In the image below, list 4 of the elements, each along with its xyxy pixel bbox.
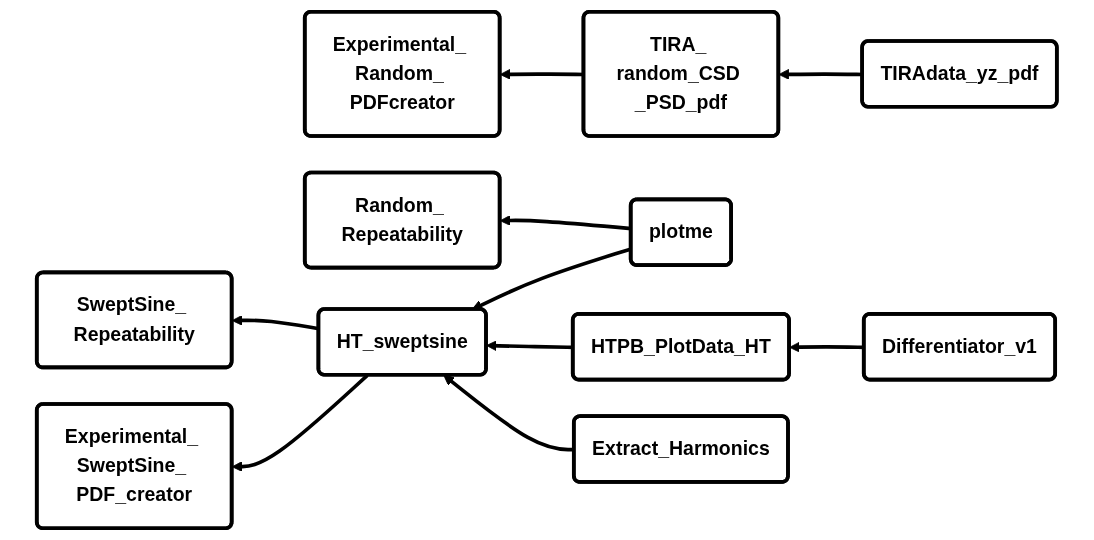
- arrow: [486, 340, 574, 352]
- arrow: [789, 341, 865, 353]
- arrow: [500, 68, 585, 80]
- arrow: [232, 374, 369, 472]
